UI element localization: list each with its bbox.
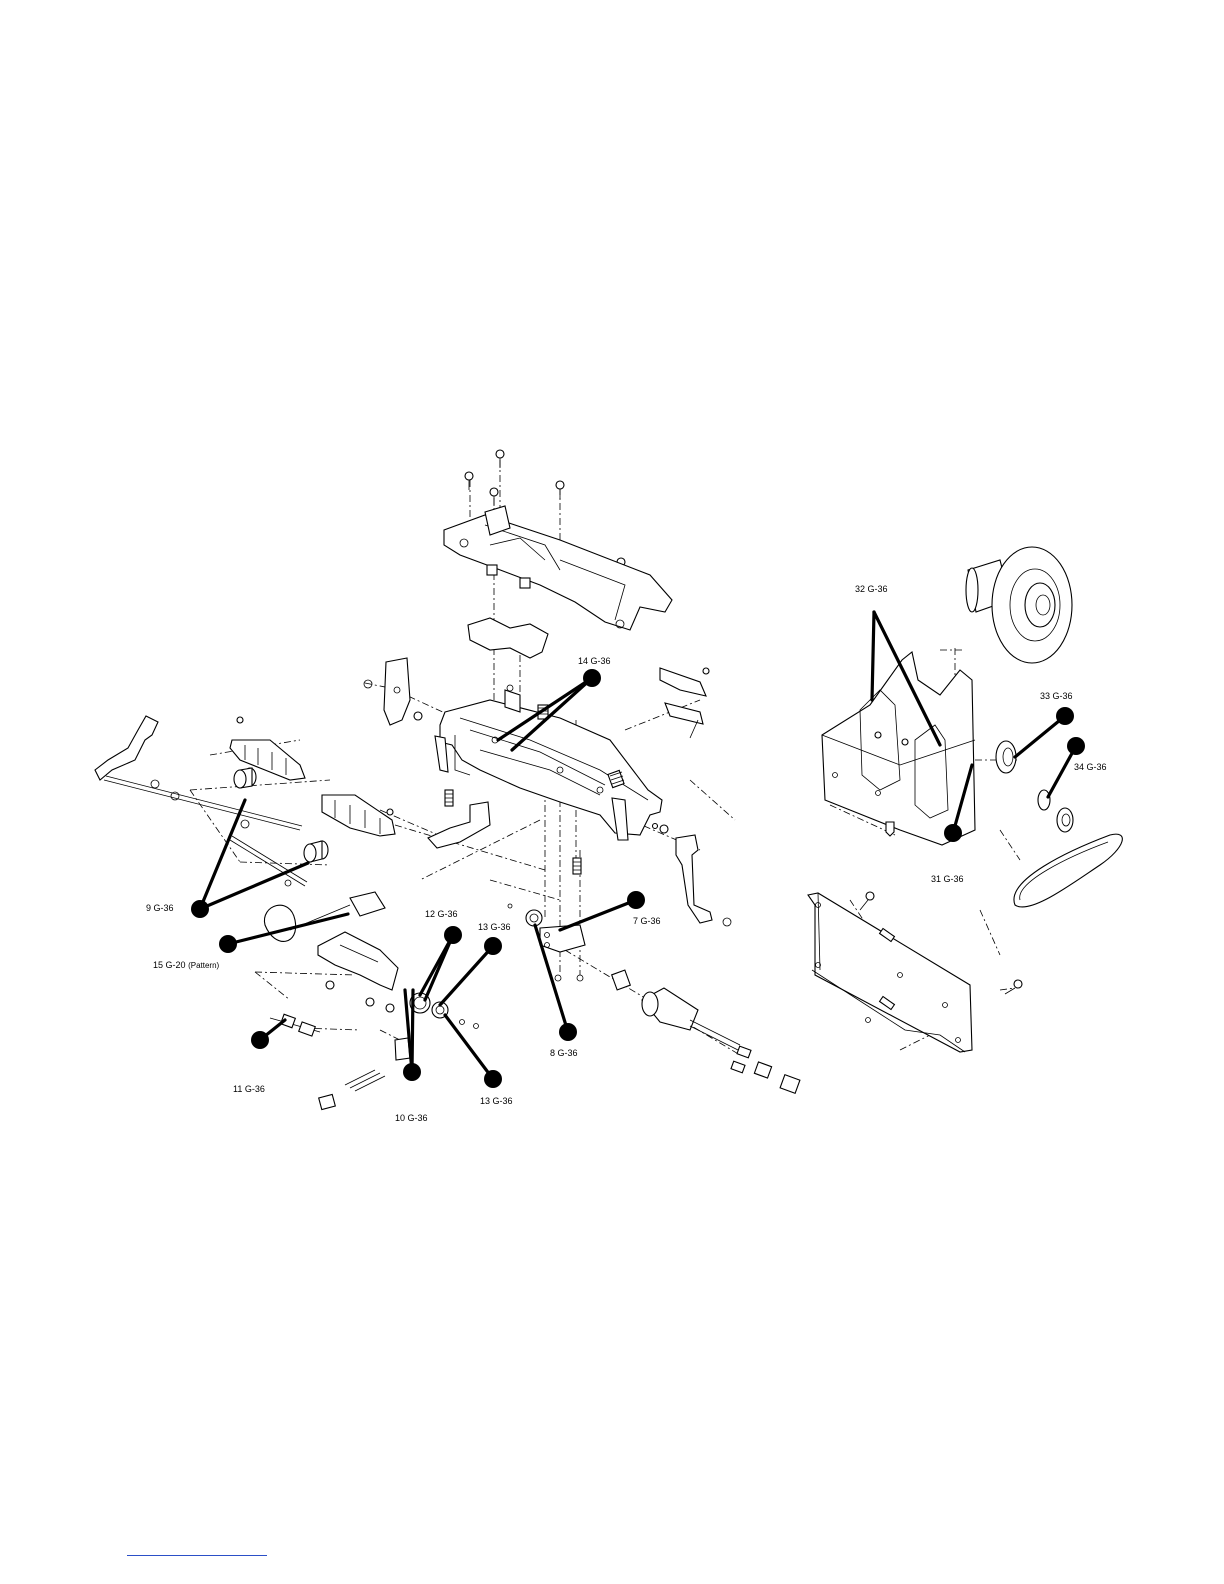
motor-assembly [612,970,800,1093]
callout-label: 9 G-36 [146,903,174,913]
callout-label: 33 G-36 [1040,691,1073,701]
callout-label: 7 G-36 [633,916,661,926]
callout-label: 12 G-36 [425,909,458,919]
footer-rule [127,1555,267,1556]
callout-label: 32 G-36 [855,584,888,594]
callout-label: 13 G-36 [478,922,511,932]
main-chassis [364,658,731,926]
roller-icon [234,768,328,862]
callout-label: 10 G-36 [395,1113,428,1123]
callout-label: 8 G-36 [550,1048,578,1058]
right-frame-assembly [808,547,1122,1052]
callout-label: 34 G-36 [1074,762,1107,772]
callout-label: 13 G-36 [480,1096,513,1106]
callout-label: 11 G-36 [233,1084,265,1094]
callout-label: 14 G-36 [578,656,611,666]
callout-label: 31 G-36 [931,874,964,884]
gear-icon [996,741,1073,832]
callout-label: 15 G-20 (Pattern) [153,960,220,970]
top-plate-assembly [444,450,672,658]
